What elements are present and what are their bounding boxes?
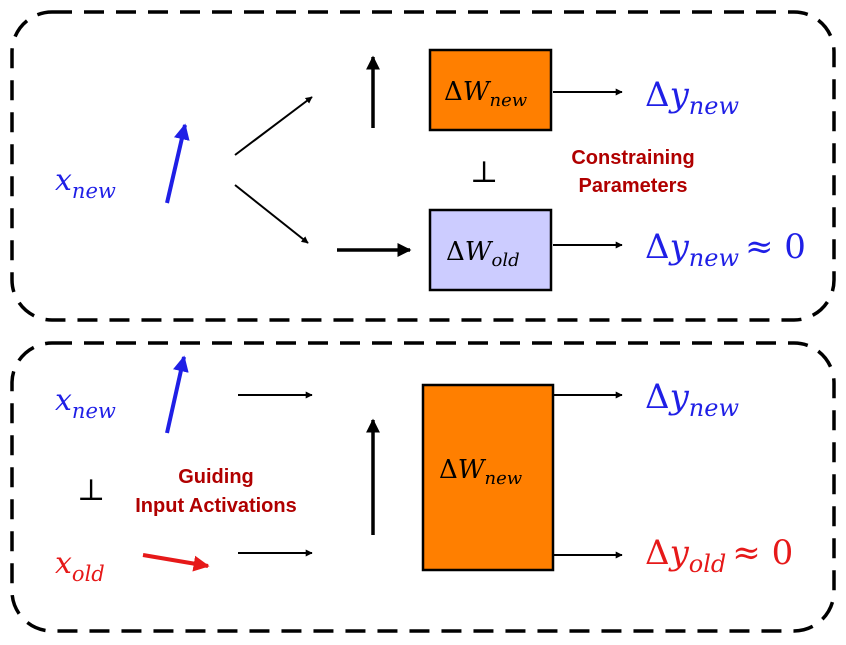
- top-input-vector-arrow: [165, 123, 190, 204]
- top-output-delta-y-new: Δynew: [645, 75, 739, 120]
- bottom-panel-frame: [10, 341, 836, 633]
- top-perpendicular-symbol: ⊥: [470, 155, 498, 190]
- bottom-input-new-vector-arrow: [165, 355, 189, 434]
- top-delta-w-old-box: [428, 208, 553, 292]
- top-output-delta-y-new-zero: Δynew≈ 0: [645, 227, 806, 272]
- top-panel-frame: [10, 10, 836, 322]
- top-delta-w-new-label: ΔWnew: [444, 77, 528, 111]
- bottom-perpendicular-symbol: ⊥: [77, 473, 105, 508]
- top-branch-arrow-down: [234, 184, 309, 244]
- top-annotation-line2: Parameters: [579, 175, 688, 197]
- top-annotation-line1: Constraining: [571, 147, 694, 169]
- bottom-delta-w-new-label: ΔWnew: [439, 455, 523, 489]
- top-branch-arrow-up: [234, 96, 313, 156]
- bottom-delta-w-new-box: [421, 383, 555, 572]
- top-input-label: xnew: [55, 163, 116, 203]
- bottom-output-delta-y-new: Δynew: [645, 377, 739, 422]
- top-delta-w-old-label: ΔWold: [446, 237, 520, 271]
- bottom-input-old-label: xold: [55, 546, 105, 586]
- bottom-output-delta-y-old-zero: Δyold≈ 0: [645, 533, 793, 578]
- bottom-annotation-line2: Input Activations: [135, 495, 296, 517]
- bottom-input-old-vector-arrow: [142, 553, 210, 572]
- top-delta-w-new-box: [428, 48, 553, 132]
- bottom-input-new-label: xnew: [55, 383, 116, 423]
- bottom-annotation-line1: Guiding: [178, 466, 254, 488]
